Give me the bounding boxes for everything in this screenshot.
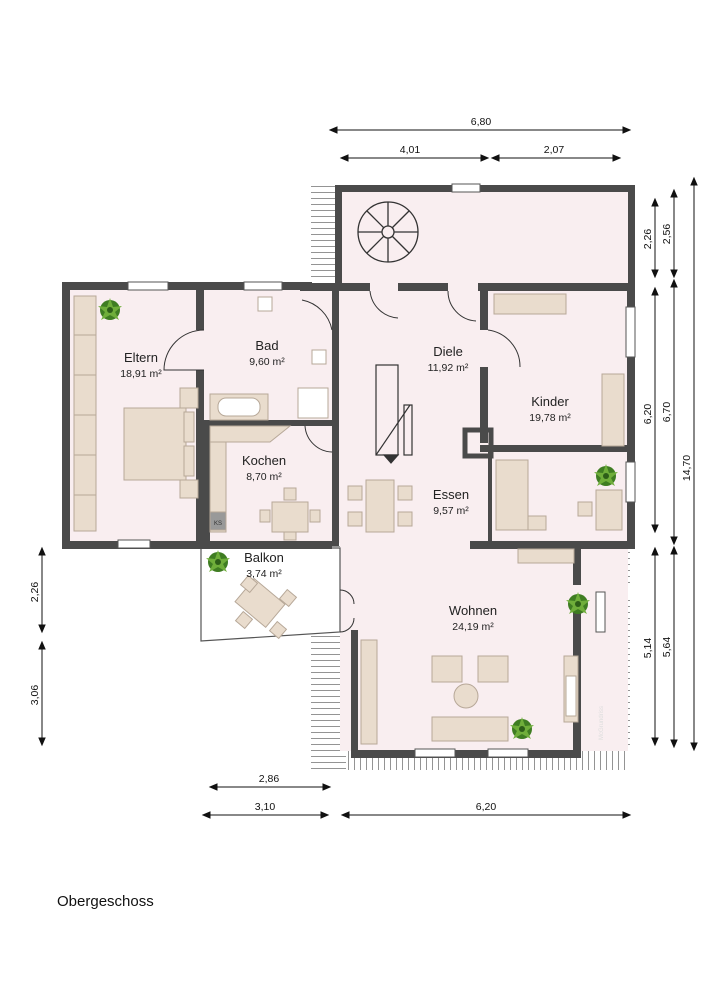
dim-top-left: 4,01 xyxy=(400,144,421,156)
dimension-lines xyxy=(38,126,698,819)
room-name-kinder: Kinder xyxy=(531,394,569,409)
furniture xyxy=(73,293,625,745)
dim-bottom-a: 2,86 xyxy=(259,773,280,785)
room-area-kinder: 19,78 m² xyxy=(529,412,571,424)
floor-upper-hall xyxy=(340,190,628,290)
dim-right-inner-c: 5,14 xyxy=(642,638,654,659)
dim-top-total: 6,80 xyxy=(471,116,492,128)
room-area-kochen: 8,70 m² xyxy=(246,471,282,483)
room-name-diele: Diele xyxy=(433,344,463,359)
dim-bottom-c: 6,20 xyxy=(476,801,497,813)
room-area-wohnen: 24,19 m² xyxy=(452,621,494,633)
dim-right-inner-b: 6,20 xyxy=(642,404,654,425)
room-area-essen: 9,57 m² xyxy=(433,505,469,517)
room-name-eltern: Eltern xyxy=(124,350,158,365)
dim-left-a: 2,26 xyxy=(29,582,41,603)
windows xyxy=(117,183,636,758)
dim-left-b: 3,06 xyxy=(29,685,41,706)
room-name-wohnen: Wohnen xyxy=(449,603,497,618)
room-name-essen: Essen xyxy=(433,487,469,502)
dim-top-right: 2,07 xyxy=(544,144,565,156)
room-area-balkon: 3,74 m² xyxy=(246,568,282,580)
dim-bottom-b: 3,10 xyxy=(255,801,276,813)
dim-right-inner-a: 2,26 xyxy=(642,229,654,250)
dim-right-mid-c: 5,64 xyxy=(661,637,673,658)
watermark-text: McGrundriss xyxy=(599,706,605,740)
doors xyxy=(163,290,521,633)
room-name-kochen: Kochen xyxy=(242,453,286,468)
dimension-labels: 6,80 4,01 2,07 2,26 6,20 5,14 2,56 6,70 … xyxy=(29,116,693,813)
walls xyxy=(62,185,635,758)
floor-label: Obergeschoss xyxy=(57,893,154,910)
room-name-bad: Bad xyxy=(255,338,278,353)
room-area-bad: 9,60 m² xyxy=(249,356,285,368)
spiral-stair xyxy=(357,201,419,263)
room-name-balkon: Balkon xyxy=(244,550,284,565)
room-area-eltern: 18,91 m² xyxy=(120,368,162,380)
dim-right-mid-b: 6,70 xyxy=(661,402,673,423)
room-labels: Eltern 18,91 m² Bad 9,60 m² Diele 11,92 … xyxy=(120,338,571,633)
room-area-diele: 11,92 m² xyxy=(428,362,469,374)
straight-stair xyxy=(375,364,413,464)
dim-right-total: 14,70 xyxy=(681,455,693,481)
dim-right-mid-a: 2,56 xyxy=(661,224,673,245)
fridge-label: KS xyxy=(214,521,222,527)
